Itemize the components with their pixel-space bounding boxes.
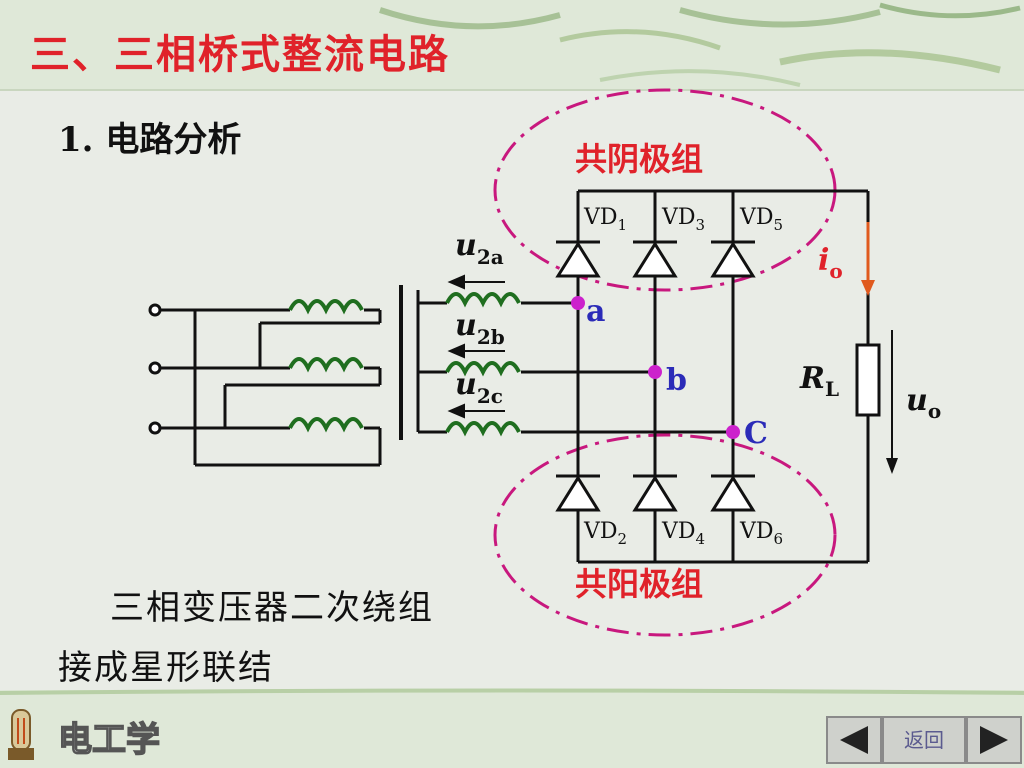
note-line-1: 三相变压器二次绕组: [110, 588, 434, 628]
diode-label-vd1: VD1: [583, 205, 627, 234]
current-label: io: [818, 243, 843, 283]
output-voltage-label: uo: [906, 383, 941, 423]
back-button[interactable]: [882, 716, 966, 764]
diode-label-vd2: VD2: [583, 519, 627, 548]
voltage-arrows: [447, 274, 505, 419]
primary-terminals: [148, 303, 162, 435]
current-arrowhead: [861, 280, 875, 296]
voltage-label-u2b: u2b: [455, 308, 505, 349]
secondary-coils: [445, 292, 521, 437]
primary-coils: [288, 299, 364, 433]
node-c-dot: [726, 425, 740, 439]
diode-label-vd3: VD3: [661, 205, 705, 234]
common-anode-label: 共阳极组: [575, 565, 703, 603]
triangle-right-icon: [980, 726, 1008, 754]
diode-label-vd4: VD4: [661, 519, 705, 548]
load-label: RL: [799, 361, 839, 401]
bottom-diodes: [555, 474, 756, 512]
slide-title: 三、三相桥式整流电路: [30, 31, 450, 78]
vacuum-tube-logo-icon: [8, 709, 34, 760]
node-b-label: b: [666, 363, 687, 398]
node-c-label: C: [744, 416, 768, 451]
back-button-label: 返回: [904, 728, 944, 752]
output-voltage-arrowhead: [886, 458, 898, 474]
node-b-dot: [648, 365, 662, 379]
node-a-label: a: [586, 294, 605, 329]
voltage-label-u2a: u2a: [455, 228, 504, 269]
course-logo-text: 电工学: [57, 719, 161, 761]
voltage-label-u2c: u2c: [455, 367, 503, 408]
common-anode-group-ellipse: [493, 433, 837, 637]
diode-label-vd5: VD5: [739, 205, 783, 234]
next-slide-button[interactable]: [966, 716, 1022, 764]
load-resistor: [855, 343, 881, 417]
triangle-left-icon: [840, 726, 868, 754]
top-diodes: [555, 240, 756, 278]
node-a-dot: [571, 296, 585, 310]
section-heading: 1. 电路分析: [58, 120, 242, 160]
note-line-2: 接成星形联结: [58, 648, 274, 688]
diode-label-vd6: VD6: [739, 519, 783, 548]
prev-slide-button[interactable]: [826, 716, 882, 764]
primary-wiring: [160, 308, 382, 467]
secondary-wiring: [416, 290, 733, 434]
common-cathode-label: 共阴极组: [575, 140, 703, 178]
